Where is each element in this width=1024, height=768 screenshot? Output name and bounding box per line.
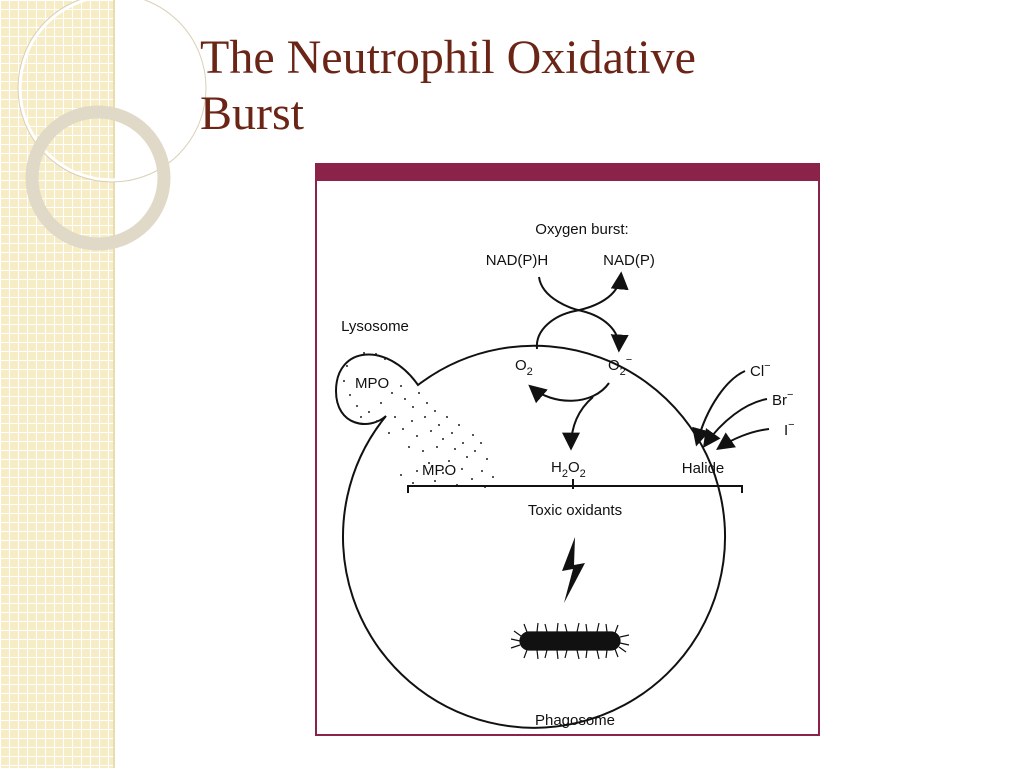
slide-title: The Neutrophil Oxidative Burst — [200, 30, 900, 142]
phagosome-label: Phagosome — [535, 712, 615, 729]
bromide-label: Br− — [772, 389, 793, 409]
lysosome-label: Lysosome — [341, 318, 409, 335]
o2-letter: O — [515, 357, 527, 374]
o2-subscript: 2 — [527, 366, 533, 378]
to-h2o2-arrow — [562, 396, 594, 451]
mpo-granules — [343, 352, 494, 488]
br-arrow — [702, 398, 768, 448]
halide-label: Halide — [682, 460, 725, 477]
oxidative-burst-diagram: Oxygen burst: NAD(P)H NAD(P) Lysosome MP… — [334, 221, 795, 729]
title-line-1: The Neutrophil Oxidative — [200, 31, 696, 84]
o2-label: O2 — [515, 357, 533, 378]
band-divider — [113, 0, 115, 768]
superoxide-to-o2-arc — [528, 382, 610, 404]
h2o2-sub1: 2 — [562, 468, 568, 480]
decorative-circles — [17, 0, 207, 251]
iodide-label: I− — [784, 419, 795, 439]
nadph-label: NAD(P)H — [486, 252, 549, 269]
toxic-oxidants-bracket — [407, 479, 743, 493]
chloride-charge: − — [764, 360, 770, 372]
nadp-label: NAD(P) — [603, 252, 655, 269]
nadph-to-o2-arc — [538, 276, 629, 353]
h2o2-sub2: 2 — [580, 468, 586, 480]
chloride-label: Cl− — [750, 360, 771, 380]
h2o2-label: H2O2 — [551, 459, 586, 480]
title-line-2: Burst — [200, 87, 305, 140]
superoxide-label: O2− — [608, 354, 632, 378]
h2o2-h: H — [551, 459, 562, 476]
bromide-charge: − — [787, 389, 793, 401]
iodide-symbol: I — [784, 422, 788, 439]
chloride-symbol: Cl — [750, 363, 764, 380]
bromide-symbol: Br — [772, 392, 787, 409]
cl-arrow — [692, 370, 746, 447]
bacterium-icon — [510, 622, 630, 660]
iodide-charge: − — [788, 419, 794, 431]
superoxide-subscript: 2 — [620, 366, 626, 378]
o2-to-nadp-arc — [535, 271, 629, 350]
superoxide-charge: − — [626, 354, 632, 366]
phagosome-mpo-label: MPO — [422, 462, 456, 479]
oxidative-burst-figure: Oxygen burst: NAD(P)H NAD(P) Lysosome MP… — [315, 163, 820, 736]
i-arrow — [716, 428, 770, 451]
oxygen-burst-label: Oxygen burst: — [535, 221, 628, 238]
h2o2-o: O — [568, 459, 580, 476]
lightning-icon — [562, 537, 585, 603]
superoxide-letter: O — [608, 357, 620, 374]
phagosome-membrane — [334, 344, 726, 729]
toxic-oxidants-label: Toxic oxidants — [528, 502, 622, 519]
lysosome-mpo-label: MPO — [355, 375, 389, 392]
